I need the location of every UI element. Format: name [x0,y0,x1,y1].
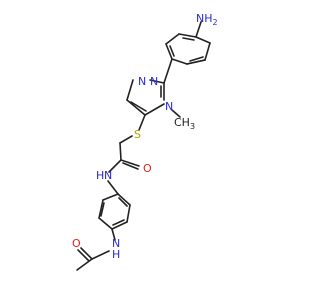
bond [100,202,105,217]
bond [98,199,104,219]
atom-label-sulfur: S [134,128,141,141]
atom-label-nitrogen-left: N [138,75,146,88]
bond [126,204,131,223]
bond [204,42,211,61]
bond [144,103,165,116]
bond [171,109,181,118]
bond [195,36,211,44]
bond [178,33,197,38]
bond [111,221,128,230]
bond [107,180,119,195]
bond [119,135,133,144]
bond [91,250,110,260]
atom-label-oxygen-acetyl: O [72,237,81,250]
bond [118,197,128,207]
bond [120,159,140,167]
bond [119,142,122,161]
bond [165,33,180,45]
atom-label-oxygen-carbonyl: O [143,162,152,175]
bond [189,56,204,62]
bond [169,45,175,57]
bond [165,43,173,60]
atom-label-nitrogen-right: N [150,75,158,88]
bond [111,228,116,241]
bond [163,58,173,84]
atom-label-methyl: CH3 [174,116,195,131]
bond-layer [76,21,211,271]
bond [126,99,146,116]
bond [122,162,139,170]
bond [130,101,147,112]
atom-label-acetamide-h: H [112,248,120,261]
bond [76,258,93,271]
bond [102,193,119,201]
bond [171,58,188,65]
bond [98,217,113,230]
atom-label-nitrogen-methyl: N [165,100,173,113]
bond [186,59,206,65]
atom-label-acetamide-n: N [112,237,120,250]
bond [182,37,195,41]
bond [149,79,165,84]
bond [80,247,93,260]
bond [108,159,122,173]
bond [117,193,131,206]
atom-label-nh2: NH2 [196,12,218,27]
bond [195,21,202,38]
bond [112,219,125,226]
atom-label-amide-h: H [96,169,104,182]
molecule-structure: NH2 N N N CH3 S O H N N H O [72,12,218,271]
bond [138,114,146,131]
atom-label-layer: NH2 N N N CH3 S O H N N H O [72,12,218,261]
bond [126,79,134,101]
bond [77,249,90,262]
atom-label-amide-n: N [104,169,112,182]
